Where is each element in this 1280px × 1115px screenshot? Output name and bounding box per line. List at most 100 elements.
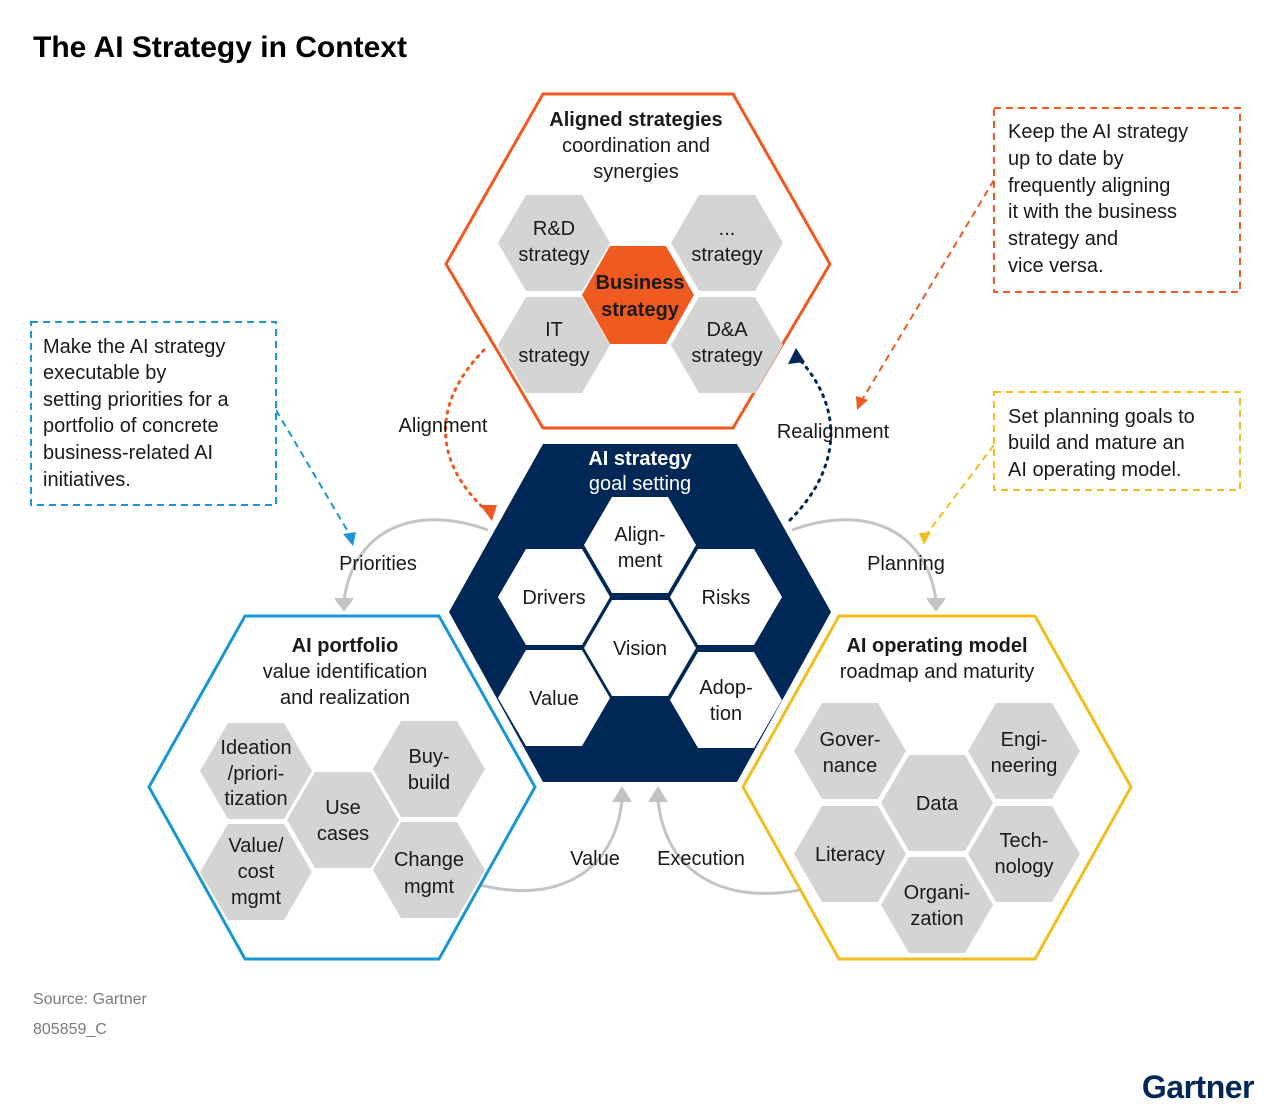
buy-build-hex: Buy- build (373, 721, 485, 817)
value-cost-line1: Value/ (228, 835, 284, 857)
right-top-note-line2: up to date by (1008, 148, 1124, 170)
ai-strategy-hexagon: AI strategy goal setting Align- ment Dri… (449, 444, 831, 782)
ai-strategy-title: AI strategy (588, 448, 692, 470)
change-mgmt-line1: Change (394, 849, 464, 871)
priorities-arc (342, 518, 489, 601)
engineering-line2: neering (991, 755, 1058, 777)
priorities-flow-label: Priorities (339, 553, 417, 575)
technology-line1: Tech- (1000, 830, 1049, 852)
execution-arrowhead (648, 786, 668, 802)
organization-line1: Organi- (904, 882, 971, 904)
value-flow-label: Value (570, 848, 620, 870)
other-strategy-hex: ... strategy (671, 195, 783, 291)
da-strategy-line2: strategy (691, 345, 762, 367)
aligned-strategies-subtitle-line2: synergies (593, 161, 679, 183)
value-hex: Value (498, 650, 610, 746)
right-mid-note-line1: Set planning goals to (1008, 406, 1195, 428)
alignment-hex: Align- ment (584, 497, 696, 593)
aligned-strategies-title: Aligned strategies (549, 109, 722, 131)
ai-operating-model-title: AI operating model (846, 635, 1027, 657)
right-top-note-line6: vice versa. (1008, 255, 1104, 277)
use-cases-hex: Use cases (287, 772, 399, 868)
left-note-line3: setting priorities for a (43, 389, 230, 411)
organization-hex: Organi- zation (881, 857, 993, 953)
vision-label: Vision (613, 638, 667, 660)
alignment-flow-label: Alignment (399, 415, 488, 437)
connector-arrowheads (334, 598, 946, 802)
other-strategy-line2: strategy (691, 244, 762, 266)
gartner-logo: Gartner (1142, 1069, 1254, 1105)
vision-hex: Vision (584, 600, 696, 696)
business-strategy-line1: Business (596, 272, 685, 294)
engineering-hex: Engi- neering (968, 703, 1080, 799)
aligned-strategies-subtitle-line1: coordination and (562, 135, 710, 157)
ai-portfolio-hexagon: AI portfolio value identification and re… (147, 614, 537, 961)
governance-line1: Gover- (819, 729, 880, 751)
ai-portfolio-subtitle-line2: and realization (280, 687, 410, 709)
left-note-line6: initiatives. (43, 469, 131, 491)
planning-flow-label: Planning (867, 553, 945, 575)
right-top-note-line5: strategy and (1008, 228, 1118, 250)
ai-portfolio-title: AI portfolio (292, 635, 399, 657)
ai-portfolio-subtitle-line1: value identification (263, 661, 428, 683)
governance-hex: Gover- nance (794, 703, 906, 799)
aligned-strategies-hexagon: Aligned strategies coordination and syne… (444, 92, 832, 430)
adoption-line2: tion (710, 703, 742, 725)
right-mid-note-box: Set planning goals to build and mature a… (993, 391, 1241, 491)
planning-arc (791, 518, 938, 601)
left-note-arrowhead (343, 532, 356, 546)
business-strategy-line2: strategy (601, 299, 680, 321)
execution-arc (656, 799, 801, 895)
use-cases-line1: Use (325, 797, 361, 819)
da-strategy-line1: D&A (706, 319, 748, 341)
realignment-arrowhead (788, 348, 805, 364)
alignment-line2: ment (618, 550, 663, 572)
left-note-line4: portfolio of concrete (43, 415, 219, 437)
ideation-line1: Ideation (220, 737, 291, 759)
left-note-line1: Make the AI strategy (43, 336, 225, 358)
risks-hex: Risks (670, 549, 782, 645)
figure-code: 805859_C (33, 1021, 107, 1038)
planning-arrowhead (926, 598, 946, 612)
right-top-note-line4: it with the business (1008, 201, 1177, 223)
rd-strategy-line1: R&D (533, 218, 575, 240)
connector-arcs (342, 518, 938, 895)
value-arrowhead (612, 786, 632, 802)
source-label: Source: Gartner (33, 991, 148, 1008)
priorities-arrowhead (334, 598, 354, 612)
engineering-line1: Engi- (1001, 729, 1048, 751)
execution-flow-label: Execution (657, 848, 745, 870)
value-label: Value (529, 688, 579, 710)
rd-strategy-line2: strategy (518, 244, 589, 266)
right-top-note-pointer (861, 179, 995, 401)
alignment-arrowhead (480, 505, 497, 521)
left-note-line2: executable by (43, 362, 166, 384)
ai-strategy-subtitle: goal setting (589, 473, 691, 495)
right-top-note-line3: frequently aligning (1008, 175, 1170, 197)
literacy-label: Literacy (815, 844, 885, 866)
da-strategy-hex: D&A strategy (671, 297, 783, 393)
drivers-hex: Drivers (498, 549, 610, 645)
other-strategy-line1: ... (719, 218, 736, 240)
ideation-hex: Ideation /priori- tization (200, 723, 312, 819)
right-mid-note-line3: AI operating model. (1008, 459, 1181, 481)
ideation-line3: tization (224, 788, 287, 810)
realignment-dotted-arc (788, 358, 833, 522)
data-label: Data (916, 793, 959, 815)
value-cost-line3: mgmt (231, 887, 281, 909)
right-mid-note-arrowhead (919, 532, 931, 545)
alignment-line1: Align- (614, 524, 665, 546)
right-top-note-arrowhead (856, 396, 868, 410)
value-arc (479, 799, 624, 893)
change-mgmt-line2: mgmt (404, 876, 454, 898)
technology-hex: Tech- nology (968, 806, 1080, 902)
literacy-hex: Literacy (794, 806, 906, 902)
rd-strategy-hex: R&D strategy (498, 195, 610, 291)
data-hex: Data (881, 755, 993, 851)
realignment-flow-label: Realignment (777, 421, 890, 443)
value-cost-hex: Value/ cost mgmt (200, 824, 312, 920)
it-strategy-line1: IT (545, 319, 563, 341)
alignment-dotted-arc (444, 348, 490, 514)
ai-operating-model-subtitle: roadmap and maturity (840, 661, 1035, 683)
page-title: The AI Strategy in Context (33, 31, 407, 64)
